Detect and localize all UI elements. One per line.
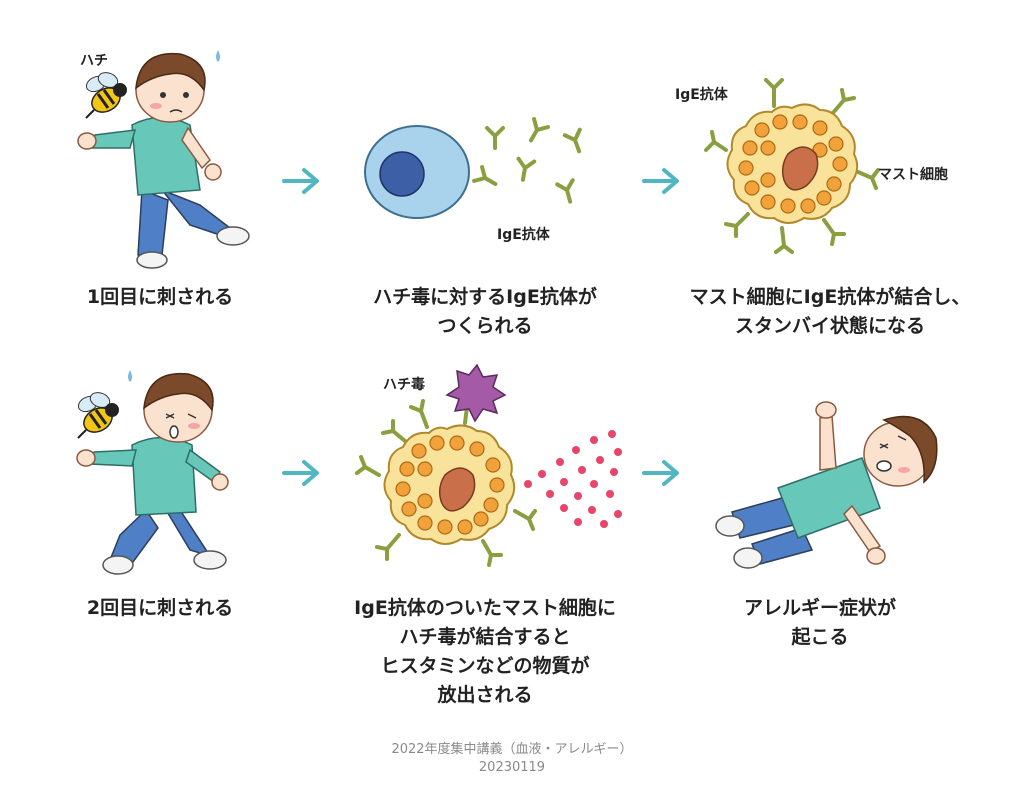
boy-running-illustration [76,370,229,575]
caption-step2: ハチ毒に対するIgE抗体が つくられる [340,283,630,341]
ige-antibody-label-a: IgE抗体 [497,227,550,243]
arrow-right-icon [642,460,679,486]
footer: 2022年度集中講義（血液・アレルギー） 20230119 [0,741,1024,777]
caption-step3: マスト細胞にIgE抗体が結合し、 スタンバイ状態になる [660,283,1000,341]
arrow-right-icon [282,168,319,194]
caption-step3-line1: マスト細胞にIgE抗体が結合し、 [689,286,971,308]
hachi-label: ハチ [80,53,108,69]
caption-step6: アレルギー症状が 起こる [700,594,940,652]
caption-step1: 1回目に刺される [50,283,270,312]
boy-collapsed-illustration [715,401,938,569]
mast-cell-degranulation-illustration [355,363,537,567]
ige-antibody-label-b: IgE抗体 [675,87,728,103]
caption-step3-line2: スタンバイ状態になる [734,315,925,337]
caption-step5-line3: ヒスタミンなどの物質が [380,655,590,677]
bee-icon [85,72,127,119]
boy-stung-illustration [77,50,250,269]
caption-step4: 2回目に刺される [50,594,270,623]
caption-step5-line2: ハチ毒が結合すると [399,626,571,648]
caption-step5-line4: 放出される [437,684,533,706]
arrow-right-icon [282,460,319,486]
b-cell-illustration [364,125,470,219]
footer-date: 20230119 [478,760,546,775]
ige-antibodies-free [472,117,582,204]
bee-icon [77,392,119,439]
hachi-venom-label: ハチ毒 [383,377,425,393]
caption-step6-line2: 起こる [791,626,849,648]
footer-course-title: 2022年度集中講義（血液・アレルギー） [391,742,633,757]
caption-step4-text: 2回目に刺される [86,597,234,619]
caption-step5-line1: IgE抗体のついたマスト細胞に [354,597,616,619]
mast-cell-label: マスト細胞 [878,167,948,183]
caption-step1-text: 1回目に刺される [86,286,234,308]
mast-cell-illustration [704,78,880,254]
arrow-right-icon [642,168,679,194]
caption-step2-line2: つくられる [437,315,533,337]
caption-step5: IgE抗体のついたマスト細胞に ハチ毒が結合すると ヒスタミンなどの物質が 放出… [330,594,640,710]
caption-step2-line1: ハチ毒に対するIgE抗体が [373,286,597,308]
caption-step6-line1: アレルギー症状が [743,597,896,619]
histamine-particles [524,430,622,528]
